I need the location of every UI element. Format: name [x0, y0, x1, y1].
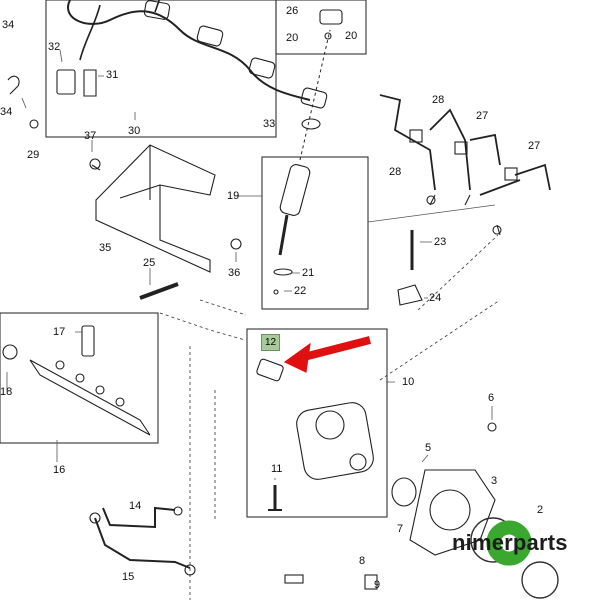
connector-26 [319, 9, 343, 25]
injector-connector-1 [196, 25, 224, 47]
callout-34b: 34 [0, 106, 13, 118]
callout-25: 25 [143, 257, 156, 269]
clip-34b [7, 75, 20, 95]
injector-connector-4 [143, 0, 171, 20]
pipe-15 [94, 517, 191, 569]
callout-26: 26 [286, 5, 299, 17]
flange-5 [409, 469, 496, 556]
callout-14: 14 [129, 500, 142, 512]
callout-24: 24 [429, 292, 442, 304]
callout-10: 10 [402, 376, 415, 388]
oring-7 [391, 477, 417, 507]
callout-35: 35 [99, 242, 112, 254]
callout-31: 31 [106, 69, 119, 81]
frame-30 [45, 0, 277, 138]
callout-27b: 27 [528, 140, 541, 152]
callout-27a: 27 [476, 110, 489, 122]
callout-36: 36 [228, 267, 241, 279]
plug-18 [2, 344, 18, 360]
watermark-brand: nimerparts [452, 530, 568, 555]
injector-connector-3 [300, 87, 328, 109]
callout-9: 9 [374, 579, 381, 591]
callout-28b: 28 [389, 166, 402, 178]
red-arrow-head [283, 342, 311, 373]
bracket-35 [95, 144, 216, 273]
callout-30: 30 [128, 125, 141, 137]
pipe-14 [102, 506, 176, 529]
callout-33: 33 [263, 118, 276, 130]
fitting-25 [139, 282, 179, 300]
frame-19 [261, 156, 369, 310]
gear-2 [521, 561, 559, 599]
seal-33 [301, 118, 321, 130]
bolt-8 [284, 574, 304, 584]
callout-34a: 34 [2, 19, 15, 31]
callout-21: 21 [302, 267, 315, 279]
callout-20a: 20 [286, 32, 299, 44]
connector-32 [56, 69, 76, 95]
clamp-24 [397, 284, 423, 306]
callout-20b: 20 [345, 30, 358, 42]
bolt-37 [89, 158, 101, 170]
callout-11: 11 [271, 463, 283, 475]
callout-23: 23 [434, 236, 447, 248]
callout-37: 37 [84, 130, 97, 142]
callout-2: 2 [537, 504, 544, 516]
callout-22: 22 [294, 285, 307, 297]
nut-36 [230, 238, 242, 250]
callout-16: 16 [53, 464, 66, 476]
red-arrow-shaft [299, 336, 371, 362]
callout-32: 32 [48, 41, 61, 53]
callout-6: 6 [488, 392, 495, 404]
highlighted-callout-12: 12 [261, 334, 281, 351]
callout-29: 29 [27, 149, 40, 161]
bolt-6 [487, 422, 497, 432]
bolt-29 [29, 119, 39, 129]
bolt-9 [364, 574, 378, 590]
fuel-lines [379, 94, 551, 196]
valve-12 [256, 358, 284, 382]
callout-28a: 28 [432, 94, 445, 106]
callout-18: 18 [0, 386, 13, 398]
brand-gear-icon [486, 520, 532, 566]
callout-3: 3 [491, 475, 498, 487]
sensor-17 [81, 325, 95, 357]
frame-16 [0, 312, 159, 444]
callout-17: 17 [53, 326, 66, 338]
hp-pump [296, 402, 374, 480]
injector-19 [279, 164, 311, 216]
harness-main [67, 0, 311, 101]
callout-8: 8 [359, 555, 366, 567]
oring-21 [273, 268, 293, 276]
callout-15: 15 [122, 571, 135, 583]
callout-7: 7 [397, 523, 404, 535]
frame-10 [246, 328, 388, 518]
callout-5: 5 [425, 442, 432, 454]
bracket-31 [83, 69, 97, 97]
washer-22 [273, 289, 279, 295]
frame-26 [275, 0, 367, 55]
callout-19: 19 [227, 190, 240, 202]
fuel-rail-16 [29, 359, 151, 436]
injector-connector-2 [248, 57, 276, 79]
